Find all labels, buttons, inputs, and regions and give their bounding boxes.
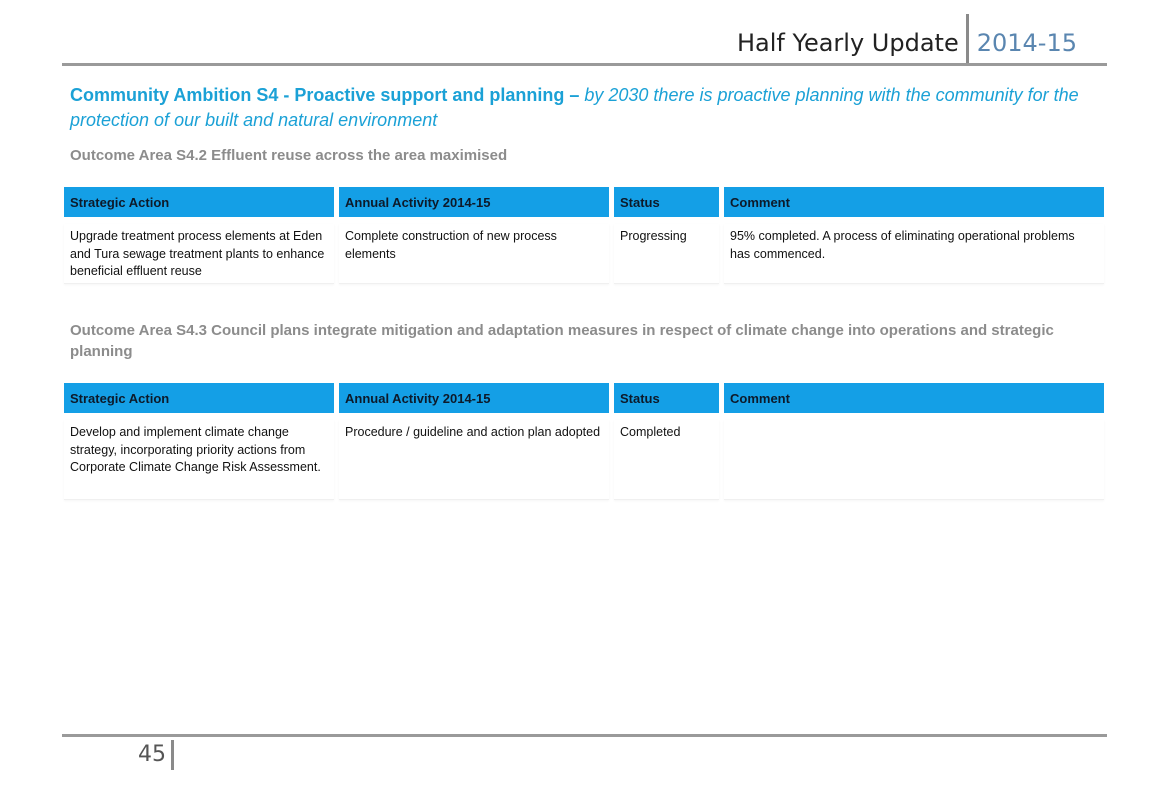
cell-comment: 95% completed. A process of eliminating …: [724, 224, 1104, 284]
header-status: Status: [614, 187, 719, 217]
header-status: Status: [614, 383, 719, 413]
cell-status: Progressing: [614, 224, 719, 284]
table-row: Develop and implement climate change str…: [64, 420, 1105, 500]
footer-rule: [62, 734, 1107, 737]
header-rule: [62, 63, 1107, 66]
community-ambition-heading: Community Ambition S4 - Proactive suppor…: [70, 83, 1105, 133]
outcome-table-s4-2: Strategic Action Annual Activity 2014-15…: [64, 187, 1105, 284]
outcome-table-s4-3: Strategic Action Annual Activity 2014-15…: [64, 383, 1105, 500]
cell-strategic-action: Develop and implement climate change str…: [64, 420, 334, 500]
header-annual-activity: Annual Activity 2014-15: [339, 383, 609, 413]
table-header-row: Strategic Action Annual Activity 2014-15…: [64, 187, 1105, 217]
cell-strategic-action: Upgrade treatment process elements at Ed…: [64, 224, 334, 284]
page-header: Half Yearly Update 2014-15: [737, 14, 1077, 64]
outcome-heading-s4-2: Outcome Area S4.2 Effluent reuse across …: [70, 147, 508, 164]
cell-annual-activity: Procedure / guideline and action plan ad…: [339, 420, 609, 500]
table-row: Upgrade treatment process elements at Ed…: [64, 224, 1105, 284]
header-comment: Comment: [724, 187, 1104, 217]
header-strategic-action: Strategic Action: [64, 383, 334, 413]
page-number: 45: [138, 742, 166, 767]
page-number-divider: [171, 740, 174, 770]
header-divider: [965, 14, 969, 64]
header-title: Half Yearly Update: [736, 29, 959, 57]
page-content: Community Ambition S4 - Proactive suppor…: [64, 83, 1105, 500]
header-annual-activity: Annual Activity 2014-15: [339, 187, 609, 217]
cell-comment: [724, 420, 1104, 500]
ambition-title: Community Ambition S4 - Proactive suppor…: [70, 85, 580, 105]
ambition-description: by 2030 there is proactive planning with…: [70, 85, 1079, 130]
outcome-heading-s4-3: Outcome Area S4.3 Council plans integrat…: [70, 322, 1054, 360]
header-year: 2014-15: [976, 29, 1077, 57]
header-comment: Comment: [724, 383, 1104, 413]
table-header-row: Strategic Action Annual Activity 2014-15…: [64, 383, 1105, 413]
cell-status: Completed: [614, 420, 719, 500]
cell-annual-activity: Complete construction of new process ele…: [339, 224, 609, 284]
page-number-block: 45: [138, 740, 174, 770]
header-strategic-action: Strategic Action: [64, 187, 334, 217]
